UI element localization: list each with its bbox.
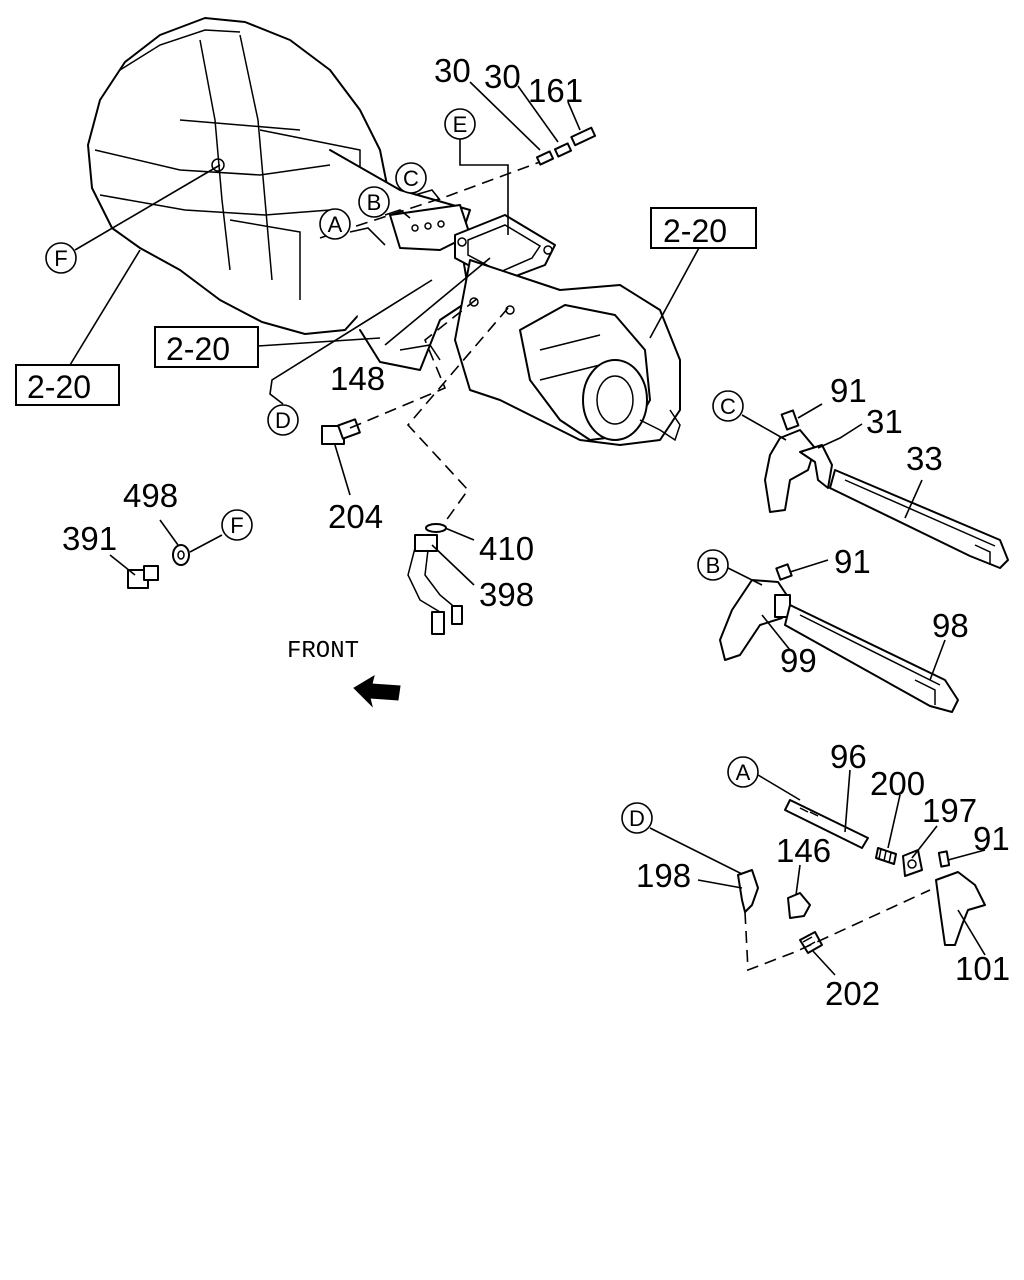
- reference-box-left[interactable]: 2-20: [15, 364, 120, 406]
- detent-pins: [535, 126, 597, 166]
- connector-a-right: A: [727, 756, 759, 788]
- svg-text:A: A: [736, 760, 751, 785]
- shift-fork-31: [764, 409, 1009, 569]
- svg-text:C: C: [720, 394, 736, 419]
- leader-lines: [69, 81, 986, 976]
- callout-91-right[interactable]: 91: [973, 820, 1010, 857]
- svg-text:F: F: [54, 246, 67, 271]
- connector-b-right: B: [697, 549, 729, 581]
- svg-text:F: F: [230, 513, 243, 538]
- svg-text:E: E: [453, 112, 468, 137]
- reference-box-top-right[interactable]: 2-20: [650, 207, 757, 249]
- connector-c-right: C: [712, 390, 744, 422]
- connector-e: E: [444, 108, 476, 140]
- callout-30-a[interactable]: 30: [434, 52, 471, 89]
- bolt-204: [321, 418, 361, 445]
- callout-204[interactable]: 204: [328, 498, 383, 535]
- callout-202[interactable]: 202: [825, 975, 880, 1012]
- connector-f-right: F: [221, 509, 253, 541]
- connector-d-left: D: [267, 404, 299, 436]
- callout-99[interactable]: 99: [780, 642, 817, 679]
- shift-fork-99: [719, 563, 959, 713]
- svg-text:C: C: [403, 166, 419, 191]
- connector-d-right: D: [621, 802, 653, 834]
- front-arrow-icon: [353, 674, 401, 708]
- svg-text:D: D: [629, 806, 645, 831]
- callout-91-c[interactable]: 91: [830, 372, 867, 409]
- svg-text:2-20: 2-20: [27, 369, 91, 405]
- svg-text:2-20: 2-20: [663, 213, 727, 249]
- callout-398[interactable]: 398: [479, 576, 534, 613]
- svg-text:B: B: [367, 190, 382, 215]
- callout-96[interactable]: 96: [830, 738, 867, 775]
- svg-text:A: A: [328, 212, 343, 237]
- callout-98[interactable]: 98: [932, 607, 969, 644]
- callout-391[interactable]: 391: [62, 520, 117, 557]
- drain-plug-391: [127, 544, 190, 589]
- callout-30-b[interactable]: 30: [484, 58, 521, 95]
- callout-31[interactable]: 31: [866, 403, 903, 440]
- callout-146[interactable]: 146: [776, 832, 831, 869]
- front-label: FRONT: [287, 638, 359, 665]
- shift-rod-96: [784, 799, 986, 946]
- callout-198[interactable]: 198: [636, 857, 691, 894]
- interlock-198: [737, 869, 823, 954]
- callout-148[interactable]: 148: [330, 360, 385, 397]
- callout-200[interactable]: 200: [870, 765, 925, 802]
- connector-b-top: B: [358, 186, 390, 218]
- callout-410[interactable]: 410: [479, 530, 534, 567]
- svg-text:D: D: [275, 408, 291, 433]
- connector-f-left: F: [45, 242, 77, 274]
- svg-text:2-20: 2-20: [166, 331, 230, 367]
- callout-101[interactable]: 101: [955, 950, 1010, 987]
- callout-91-b[interactable]: 91: [834, 543, 871, 580]
- callout-161[interactable]: 161: [528, 72, 583, 109]
- switch-398: [407, 523, 463, 635]
- reference-box-middle[interactable]: 2-20: [154, 326, 259, 368]
- callout-498[interactable]: 498: [123, 477, 178, 514]
- callout-197[interactable]: 197: [922, 792, 977, 829]
- connector-a-top: A: [319, 208, 351, 240]
- connector-c-top: C: [395, 162, 427, 194]
- callout-33[interactable]: 33: [906, 440, 943, 477]
- svg-text:B: B: [706, 553, 721, 578]
